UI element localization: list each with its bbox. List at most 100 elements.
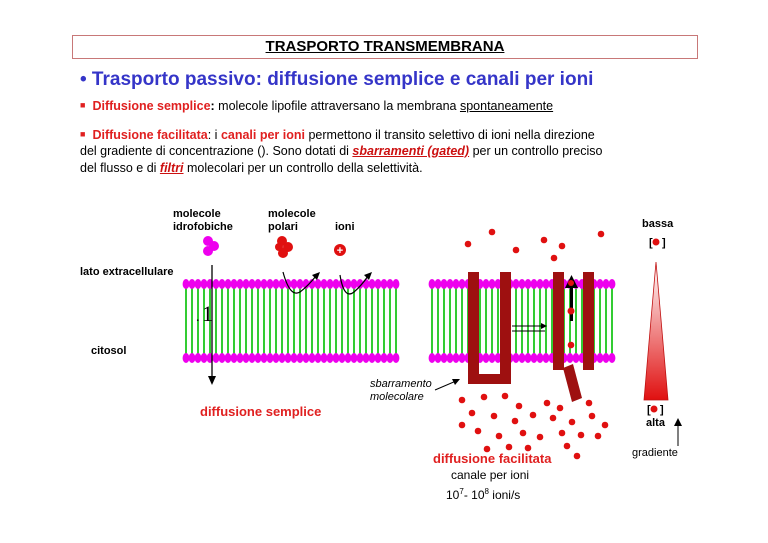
ion-dot <box>515 402 523 410</box>
lipid-head <box>524 279 532 289</box>
text-line3a: del flusso e di <box>80 161 160 175</box>
label-gate-1: sbarramento <box>370 378 432 390</box>
lipid-head <box>284 353 292 363</box>
lipid-head <box>494 353 502 363</box>
rate-exp-1: 7 <box>459 487 464 496</box>
gate-callout-line <box>434 380 457 391</box>
lipid-head <box>530 353 538 363</box>
lipid-head <box>194 353 202 363</box>
lipid-head <box>242 353 250 363</box>
lipid-head <box>308 279 316 289</box>
ion-dot <box>601 421 609 429</box>
lipid-head <box>392 279 400 289</box>
section-heading: • Trasporto passivo: diffusione semplice… <box>80 69 594 90</box>
ion-dot <box>505 443 513 451</box>
channel-gate <box>563 364 582 402</box>
ion-dot <box>567 341 575 349</box>
lipid-head <box>488 353 496 363</box>
ion-bounce-arrow <box>339 274 369 295</box>
ion-dot <box>588 412 596 420</box>
ion-dot-high <box>650 405 658 413</box>
bracket-close-high: ] <box>660 404 664 416</box>
polar-molecule-part <box>275 243 283 251</box>
lipid-head <box>458 353 466 363</box>
lipid-head <box>248 279 256 289</box>
lipid-head <box>524 353 532 363</box>
ion-dot <box>536 433 544 441</box>
text-t3: per un controllo preciso <box>469 144 603 158</box>
ion-dot <box>558 429 566 437</box>
hydrophobic-molecule-part <box>203 246 213 256</box>
lipid-head <box>188 353 196 363</box>
ion-dot <box>540 236 548 244</box>
lipid-head <box>452 353 460 363</box>
lipid-head <box>182 279 190 289</box>
lipid-head <box>596 279 604 289</box>
channel-bottom <box>468 374 511 384</box>
lipid-head <box>428 353 436 363</box>
lipid-head <box>230 353 238 363</box>
channel-wall <box>553 272 564 370</box>
label-hydrophobic-2: idrofobiche <box>173 221 233 233</box>
ion-dot <box>512 246 520 254</box>
lipid-head <box>218 353 226 363</box>
lipid-head <box>338 353 346 363</box>
lipid-head <box>536 353 544 363</box>
lipid-head <box>608 353 616 363</box>
lipid-head <box>290 353 298 363</box>
bullet-facilitated-diffusion: ■Diffusione facilitata: i canali per ion… <box>80 126 700 144</box>
ion-cloud <box>458 228 609 460</box>
lipid-head <box>482 353 490 363</box>
ion-dot <box>558 242 566 250</box>
polar-bounce-arrow <box>282 271 317 294</box>
label-facilitated-diffusion: diffusione facilitata <box>433 451 552 466</box>
lipid-head <box>602 353 610 363</box>
lipid-head <box>326 353 334 363</box>
lipid-head <box>326 279 334 289</box>
text-spontaneous: spontaneamente <box>459 99 554 113</box>
lipid-head <box>368 279 376 289</box>
mark-one: 1 <box>202 301 213 326</box>
label-rate: 107- 108 ioni/s <box>446 485 520 502</box>
lipid-head <box>446 353 454 363</box>
lipid-head <box>332 279 340 289</box>
lipid-head <box>272 279 280 289</box>
lipid-head <box>302 279 310 289</box>
lipid-head <box>236 353 244 363</box>
ion-dot <box>549 414 557 422</box>
lipid-head <box>566 353 574 363</box>
lipid-head <box>260 353 268 363</box>
lipid-head <box>230 279 238 289</box>
text-line3b: molecolari per un controllo della selett… <box>183 161 423 175</box>
ion-dot <box>568 418 576 426</box>
bullet-simple-diffusion: ■Diffusione semplice: molecole lipofile … <box>80 97 553 115</box>
ion-dot <box>597 230 605 238</box>
text-line2: del gradiente di concentrazione (). Sono… <box>80 144 353 158</box>
lipid-head <box>296 279 304 289</box>
title-box: TRASPORTO TRANSMEMBRANA <box>72 35 698 59</box>
lipid-head <box>572 353 580 363</box>
ion-bounce-arrow-head <box>364 272 372 280</box>
gradient-arrow-head <box>674 418 682 426</box>
bracket-open-low: [ <box>649 237 653 249</box>
term-simple-diffusion: Diffusione semplice <box>92 99 211 113</box>
label-ion-channel: canale per ioni <box>451 468 530 482</box>
lipid-head <box>494 279 502 289</box>
lipid-head <box>482 279 490 289</box>
label-gradient: gradiente <box>632 447 678 459</box>
ion-dot <box>488 228 496 236</box>
text-t1: : i <box>207 128 221 142</box>
lipid-head <box>242 279 250 289</box>
text-t2: permettono il transito selettivo di ioni… <box>305 128 595 142</box>
lipid-head <box>254 279 262 289</box>
lipid-head <box>344 353 352 363</box>
label-polar-1: molecole <box>268 208 316 220</box>
ion-dot <box>474 427 482 435</box>
lipid-head <box>542 279 550 289</box>
gradient-triangle <box>643 261 669 401</box>
ion-dot <box>543 399 551 407</box>
label-simple-diffusion: diffusione semplice <box>200 404 322 419</box>
lipid-head <box>542 353 550 363</box>
